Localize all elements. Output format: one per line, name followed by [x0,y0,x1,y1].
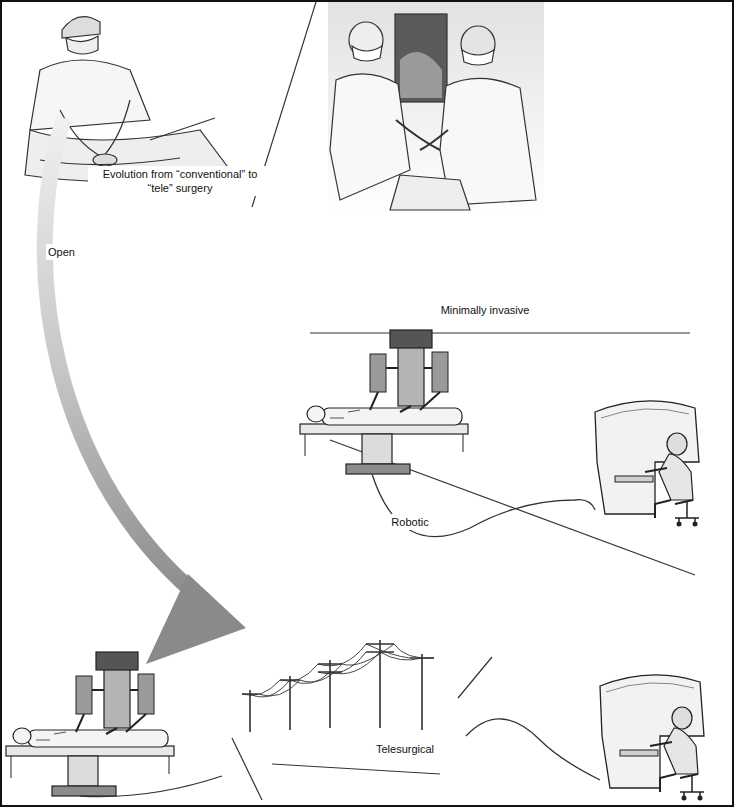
evolution-arrow-part [146,574,246,664]
divider-lines-part [310,332,690,333]
minimally-invasive-sketch-part [400,52,442,98]
minimally-invasive-sketch-part [328,2,544,216]
stage-label: Minimally invasive [439,302,532,318]
arrow-caption: Evolution from “conventional” to “tele” … [88,166,272,196]
telesurgical-system-sketch-part-part [250,652,422,697]
minimally-invasive-sketch [328,2,544,216]
telesurgical-system-sketch-part-part [242,644,410,695]
minimally-invasive-sketch-part [395,14,447,102]
robotic-system-sketch-part [372,474,595,537]
telesurgical-system-sketch-part [466,719,600,780]
open-surgery-sketch-part [62,17,100,38]
minimally-invasive-sketch-part [352,46,382,61]
robotic-system-sketch [300,330,699,537]
minimally-invasive-sketch-part [396,120,440,150]
open-surgery-sketch-part [60,100,130,160]
divider-lines-part [232,738,262,800]
divider-lines-part [272,764,440,774]
stage-label: Open [46,244,77,260]
evolution-arrow [45,118,246,664]
telesurgical-system-sketch-part [80,776,222,797]
robotic-system-sketch-part [300,330,468,474]
stage-label: Robotic [389,514,430,530]
minimally-invasive-sketch-part [420,130,448,150]
robotic-system-sketch-part [595,401,699,527]
telesurgical-system-sketch-part-part [258,644,434,696]
telesurgical-system-sketch-part [6,652,174,796]
telesurgical-system-sketch-part-part [250,640,422,732]
open-surgery-sketch-part [30,60,150,130]
telesurgical-system-sketch-part [600,675,704,801]
open-surgery-sketch-part [66,36,98,54]
minimally-invasive-sketch-part [462,50,494,65]
telesurgical-system-sketch-part-part [318,652,366,674]
minimally-invasive-sketch-part [390,175,470,210]
telesurgical-system-sketch-part [242,640,434,732]
telesurgical-system-sketch [6,640,704,801]
stage-label: Telesurgical [374,741,436,757]
divider-lines-part [458,657,492,698]
telesurgical-system-sketch-part [242,644,434,697]
